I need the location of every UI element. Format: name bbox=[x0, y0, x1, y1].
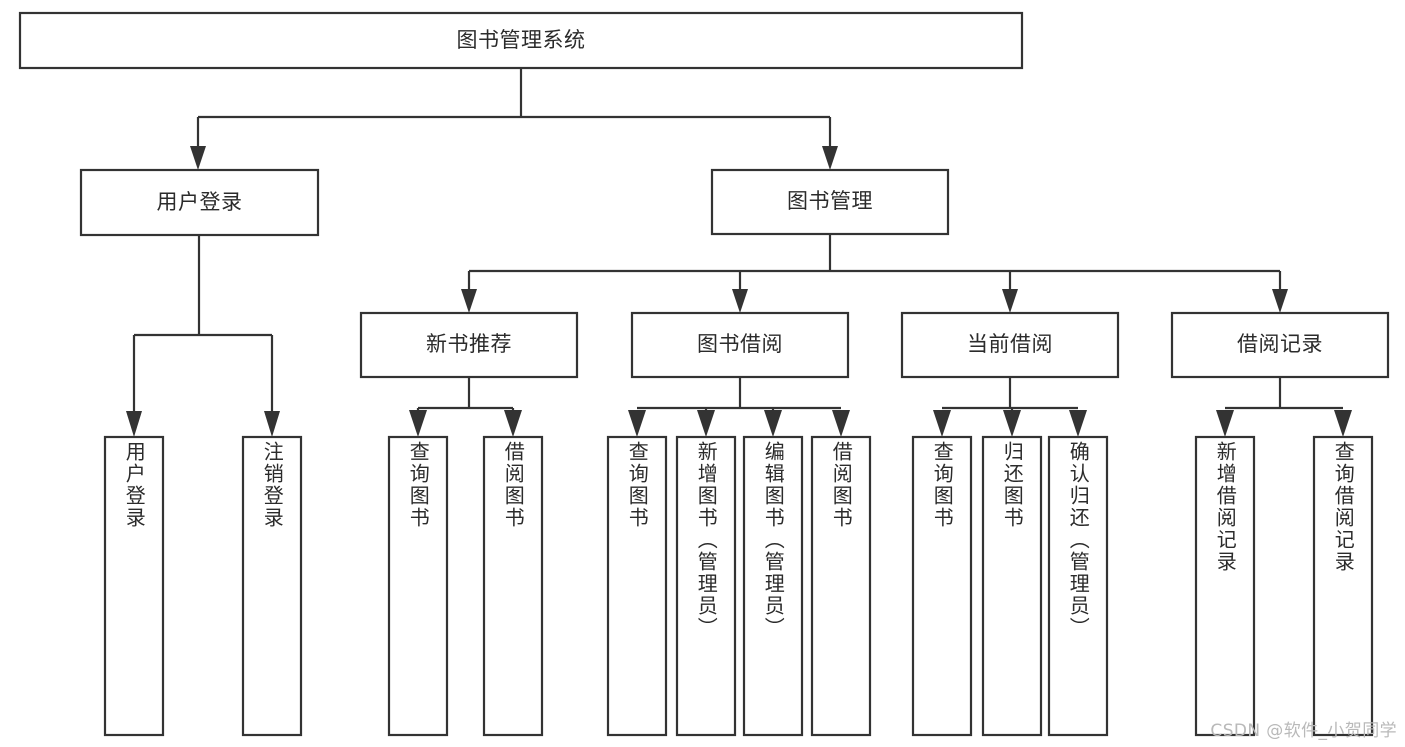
node-box-book-borrow[interactable] bbox=[630, 311, 850, 379]
arrowhead-leaf-query-borrow-record bbox=[1334, 410, 1352, 437]
arrowhead-leaf-user-login bbox=[126, 411, 142, 437]
arrowhead-leaf-borrow-book bbox=[832, 410, 850, 437]
arrowhead-leaf-edit-book-admin bbox=[764, 410, 782, 437]
arrowhead-borrow-record bbox=[1272, 289, 1288, 313]
arrowhead-leaf-add-borrow-record bbox=[1216, 410, 1234, 437]
node-box-book-management[interactable] bbox=[710, 168, 950, 236]
arrowhead-current-borrow bbox=[1002, 289, 1018, 313]
arrowhead-user-login bbox=[190, 146, 206, 170]
leaf-box-borrow-book[interactable] bbox=[810, 435, 872, 737]
leaf-box-query-book-rec[interactable] bbox=[387, 435, 449, 737]
leaf-box-return-book[interactable] bbox=[981, 435, 1043, 737]
arrowhead-new-book-recommend bbox=[461, 289, 477, 313]
arrowhead-leaf-borrow-book-rec bbox=[504, 410, 522, 437]
arrowhead-leaf-query-book-rec bbox=[409, 410, 427, 437]
leaf-box-add-borrow-record[interactable] bbox=[1194, 435, 1256, 737]
leaf-box-query-book-borrow[interactable] bbox=[606, 435, 668, 737]
node-box-root[interactable] bbox=[18, 11, 1024, 70]
leaf-box-logout-login[interactable] bbox=[241, 435, 303, 737]
arrowhead-leaf-query-book-borrow bbox=[628, 410, 646, 437]
node-box-borrow-record[interactable] bbox=[1170, 311, 1390, 379]
arrowhead-leaf-add-book-admin bbox=[697, 410, 715, 437]
arrowhead-leaf-logout-login bbox=[264, 411, 280, 437]
node-box-user-login[interactable] bbox=[79, 168, 320, 237]
node-box-current-borrow[interactable] bbox=[900, 311, 1120, 379]
leaf-box-edit-book-admin[interactable] bbox=[742, 435, 804, 737]
arrowhead-book-borrow bbox=[732, 289, 748, 313]
arrowhead-leaf-return-book bbox=[1003, 410, 1021, 437]
leaf-box-borrow-book-rec[interactable] bbox=[482, 435, 544, 737]
leaf-box-query-borrow-record[interactable] bbox=[1312, 435, 1374, 737]
watermark-text: CSDN @软件_小贺同学 bbox=[1210, 721, 1397, 741]
arrowhead-leaf-confirm-return-admin bbox=[1069, 410, 1087, 437]
leaf-box-add-book-admin[interactable] bbox=[675, 435, 737, 737]
leaf-box-user-login[interactable] bbox=[103, 435, 165, 737]
arrowhead-book-management bbox=[822, 146, 838, 170]
arrowhead-leaf-query-book-current bbox=[933, 410, 951, 437]
leaf-box-query-book-current[interactable] bbox=[911, 435, 973, 737]
leaf-box-confirm-return-admin[interactable] bbox=[1047, 435, 1109, 737]
node-box-new-book-recommend[interactable] bbox=[359, 311, 579, 379]
